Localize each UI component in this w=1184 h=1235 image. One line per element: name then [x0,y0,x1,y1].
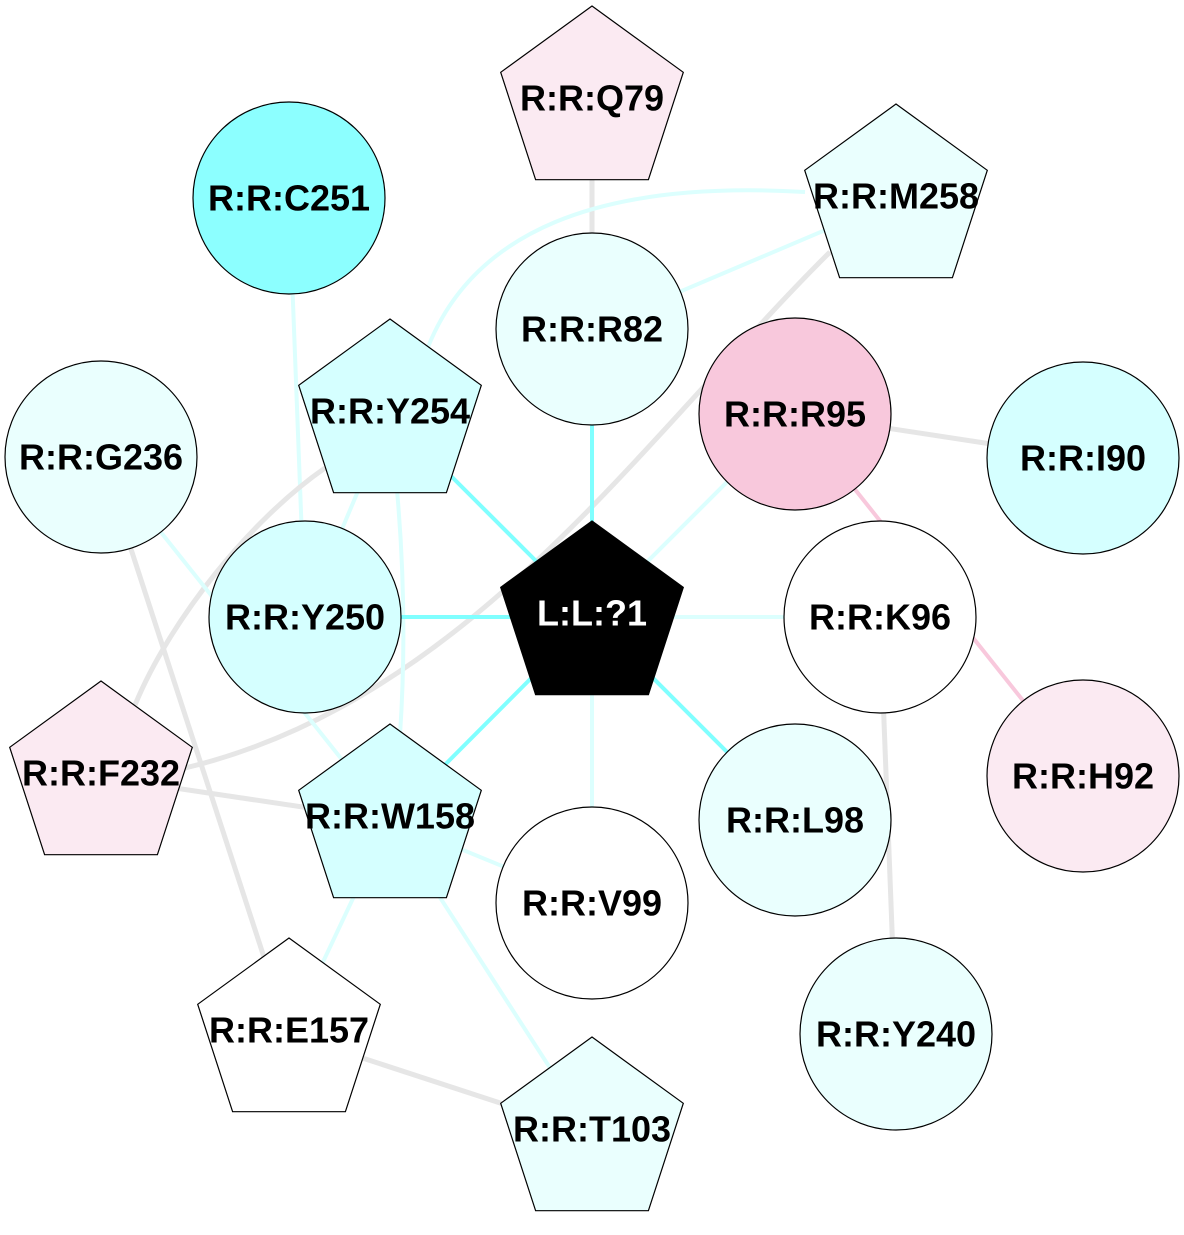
node-e157[interactable]: R:R:E157 [196,937,382,1113]
node-y240[interactable]: R:R:Y240 [799,937,993,1131]
node-label: R:R:I90 [1020,438,1146,479]
node-label: R:R:C251 [208,178,370,219]
node-y250[interactable]: R:R:Y250 [208,520,402,714]
node-label: L:L:?1 [537,593,647,634]
node-label: R:R:Q79 [520,78,664,119]
node-shape-pentagon [297,318,483,494]
node-shape-circle [799,937,993,1131]
node-shape-circle [208,520,402,714]
node-shape-pentagon [803,103,989,279]
node-h92[interactable]: R:R:H92 [986,679,1180,873]
node-label: R:R:E157 [209,1010,369,1051]
node-label: R:R:K96 [809,597,951,638]
node-label: R:R:R95 [724,394,866,435]
node-label: R:R:R82 [521,309,663,350]
edge-m258-y254 [423,188,806,356]
node-label: R:R:V99 [522,883,662,924]
node-shape-pentagon [499,520,685,696]
node-l98[interactable]: R:R:L98 [698,723,892,917]
node-shape-pentagon [196,937,382,1113]
node-shape-circle [698,723,892,917]
node-shape-circle [783,520,977,714]
node-g236[interactable]: R:R:G236 [4,360,198,554]
node-label: R:R:Y240 [816,1014,976,1055]
node-c251[interactable]: R:R:C251 [192,101,386,295]
node-shape-circle [495,232,689,426]
node-label: R:R:H92 [1012,756,1154,797]
node-label: R:R:L98 [726,800,864,841]
node-shape-pentagon [499,5,685,181]
edge-y254-f232 [132,465,327,706]
node-shape-circle [192,101,386,295]
node-v99[interactable]: R:R:V99 [495,806,689,1000]
node-shape-circle [495,806,689,1000]
node-shape-circle [986,679,1180,873]
node-shape-pentagon [297,723,483,899]
node-w158[interactable]: R:R:W158 [297,723,483,899]
node-r82[interactable]: R:R:R82 [495,232,689,426]
node-q79[interactable]: R:R:Q79 [499,5,685,181]
node-t103[interactable]: R:R:T103 [499,1036,685,1212]
node-shape-circle [986,361,1180,555]
node-label: R:R:Y250 [225,597,385,638]
node-label: R:R:G236 [19,437,183,478]
node-shape-pentagon [499,1036,685,1212]
node-label: R:R:T103 [513,1109,671,1150]
node-label: R:R:Y254 [310,391,470,432]
node-f232[interactable]: R:R:F232 [8,680,194,856]
node-m258[interactable]: R:R:M258 [803,103,989,279]
node-l1[interactable]: L:L:?1 [499,520,685,696]
node-k96[interactable]: R:R:K96 [783,520,977,714]
node-label: R:R:M258 [813,176,979,217]
node-label: R:R:W158 [305,796,475,837]
edge-g236-e157 [98,456,292,1035]
node-i90[interactable]: R:R:I90 [986,361,1180,555]
node-y254[interactable]: R:R:Y254 [297,318,483,494]
node-shape-pentagon [8,680,194,856]
node-label: R:R:F232 [22,753,180,794]
node-shape-circle [698,317,892,511]
node-r95[interactable]: R:R:R95 [698,317,892,511]
node-shape-circle [4,360,198,554]
